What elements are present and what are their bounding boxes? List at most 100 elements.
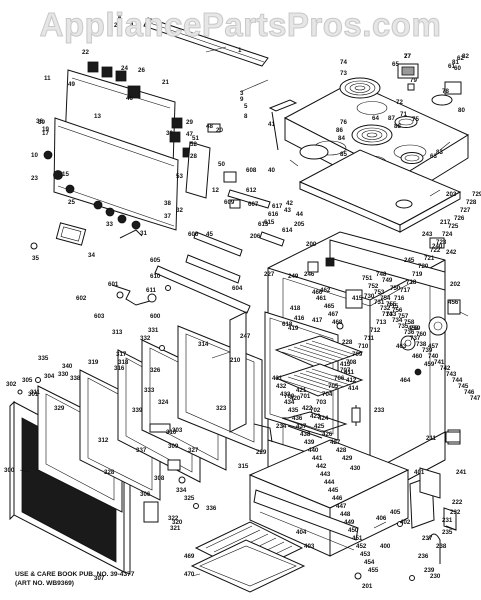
callout-4: 4 <box>130 22 134 29</box>
hinge-and-links <box>111 284 171 306</box>
callout-701: 701 <box>300 393 311 400</box>
callout-82: 82 <box>462 53 469 60</box>
callout-733: 733 <box>386 311 397 318</box>
callout-722: 722 <box>430 247 441 254</box>
callout-756: 756 <box>392 307 403 314</box>
callout-338: 338 <box>70 375 81 382</box>
callout-715: 715 <box>388 303 399 310</box>
callout-605: 605 <box>150 257 161 264</box>
callout-723: 723 <box>436 239 447 246</box>
callout-236: 236 <box>418 553 429 560</box>
callout-333: 333 <box>144 387 155 394</box>
callout-724: 724 <box>442 231 453 238</box>
callout-311: 311 <box>30 389 41 396</box>
callout-3: 3 <box>240 90 244 97</box>
callout-403: 403 <box>304 543 315 550</box>
callout-73: 73 <box>340 70 347 77</box>
callout-427: 427 <box>330 439 341 446</box>
door-hinges-and-parts <box>17 345 273 523</box>
callout-33: 33 <box>106 221 113 228</box>
callout-713: 713 <box>376 319 387 326</box>
callout-27: 27 <box>404 53 411 60</box>
callout-714: 714 <box>382 311 393 318</box>
callout-463: 463 <box>396 343 407 350</box>
callout-445: 445 <box>328 487 339 494</box>
callout-49: 49 <box>68 81 75 88</box>
callout-325: 325 <box>184 495 195 502</box>
callout-72: 72 <box>396 99 403 106</box>
callout-44: 44 <box>296 211 303 218</box>
rail-brackets <box>154 189 285 314</box>
oven-racks <box>274 335 364 397</box>
callout-454: 454 <box>364 559 375 566</box>
callout-303: 303 <box>172 427 183 434</box>
callout-741: 741 <box>434 359 445 366</box>
callout-11: 11 <box>44 75 51 82</box>
callout-728: 728 <box>466 199 477 206</box>
callout-32: 32 <box>176 207 183 214</box>
callout-20: 20 <box>216 127 223 134</box>
callout-315: 315 <box>238 463 249 470</box>
callout-735: 735 <box>398 323 409 330</box>
callout-420: 420 <box>290 395 301 402</box>
callout-469: 469 <box>184 553 195 560</box>
callout-462: 462 <box>320 287 331 294</box>
callout-328: 328 <box>104 469 115 476</box>
callout-727: 727 <box>460 207 471 214</box>
callout-753: 753 <box>374 289 385 296</box>
callout-618: 618 <box>282 321 293 328</box>
callout-448: 448 <box>340 511 351 518</box>
callout-40: 40 <box>268 167 275 174</box>
callout-24: 24 <box>121 65 128 72</box>
footnote: USE & CARE BOOK PUB. NO. 39-4377 (ART NO… <box>15 570 134 588</box>
callout-708: 708 <box>346 359 357 366</box>
callout-726: 726 <box>454 215 465 222</box>
callout-754: 754 <box>380 295 391 302</box>
footnote-line-2: (ART NO. WB9369) <box>15 580 74 587</box>
callout-50: 50 <box>218 161 225 168</box>
callout-323: 323 <box>216 405 227 412</box>
callout-8: 8 <box>244 113 248 120</box>
callout-29: 29 <box>186 119 193 126</box>
callout-85: 85 <box>340 151 347 158</box>
callout-421: 421 <box>296 387 307 394</box>
callout-746: 746 <box>464 389 475 396</box>
callout-611: 611 <box>146 287 157 294</box>
callout-243: 243 <box>422 231 433 238</box>
callout-429: 429 <box>342 455 353 462</box>
callout-730: 730 <box>364 293 375 300</box>
callout-305: 305 <box>22 377 33 384</box>
callout-245: 245 <box>404 257 415 264</box>
callout-31: 31 <box>140 230 147 237</box>
callout-74: 74 <box>340 59 347 66</box>
callout-77: 77 <box>404 53 411 60</box>
callout-740: 740 <box>428 353 439 360</box>
callout-433: 433 <box>280 391 291 398</box>
callout-337: 337 <box>136 447 147 454</box>
callout-230: 230 <box>430 573 441 580</box>
callout-430: 430 <box>350 465 361 472</box>
callout-613: 613 <box>258 221 269 228</box>
callout-411: 411 <box>344 369 355 376</box>
callout-301: 301 <box>28 391 39 398</box>
control-panel-backguard <box>53 69 179 246</box>
callout-718: 718 <box>406 279 417 286</box>
callout-465: 465 <box>324 303 335 310</box>
callout-318: 318 <box>118 359 129 366</box>
callout-202: 202 <box>450 281 461 288</box>
callout-603: 603 <box>94 313 105 320</box>
callout-607: 607 <box>248 201 259 208</box>
cooktop-lower-shelf <box>298 149 462 233</box>
callout-36: 36 <box>36 118 43 125</box>
callout-729: 729 <box>472 191 481 198</box>
callout-745: 745 <box>458 383 469 390</box>
callout-238: 238 <box>436 543 447 550</box>
callout-65: 65 <box>392 61 399 68</box>
footnote-line-1: USE & CARE BOOK PUB. NO. 39-4377 <box>15 571 135 578</box>
surface-unit-coils <box>339 77 424 164</box>
callout-52: 52 <box>190 141 197 148</box>
callout-459: 459 <box>424 361 435 368</box>
callout-308: 308 <box>154 475 165 482</box>
callout-64: 64 <box>372 115 379 122</box>
